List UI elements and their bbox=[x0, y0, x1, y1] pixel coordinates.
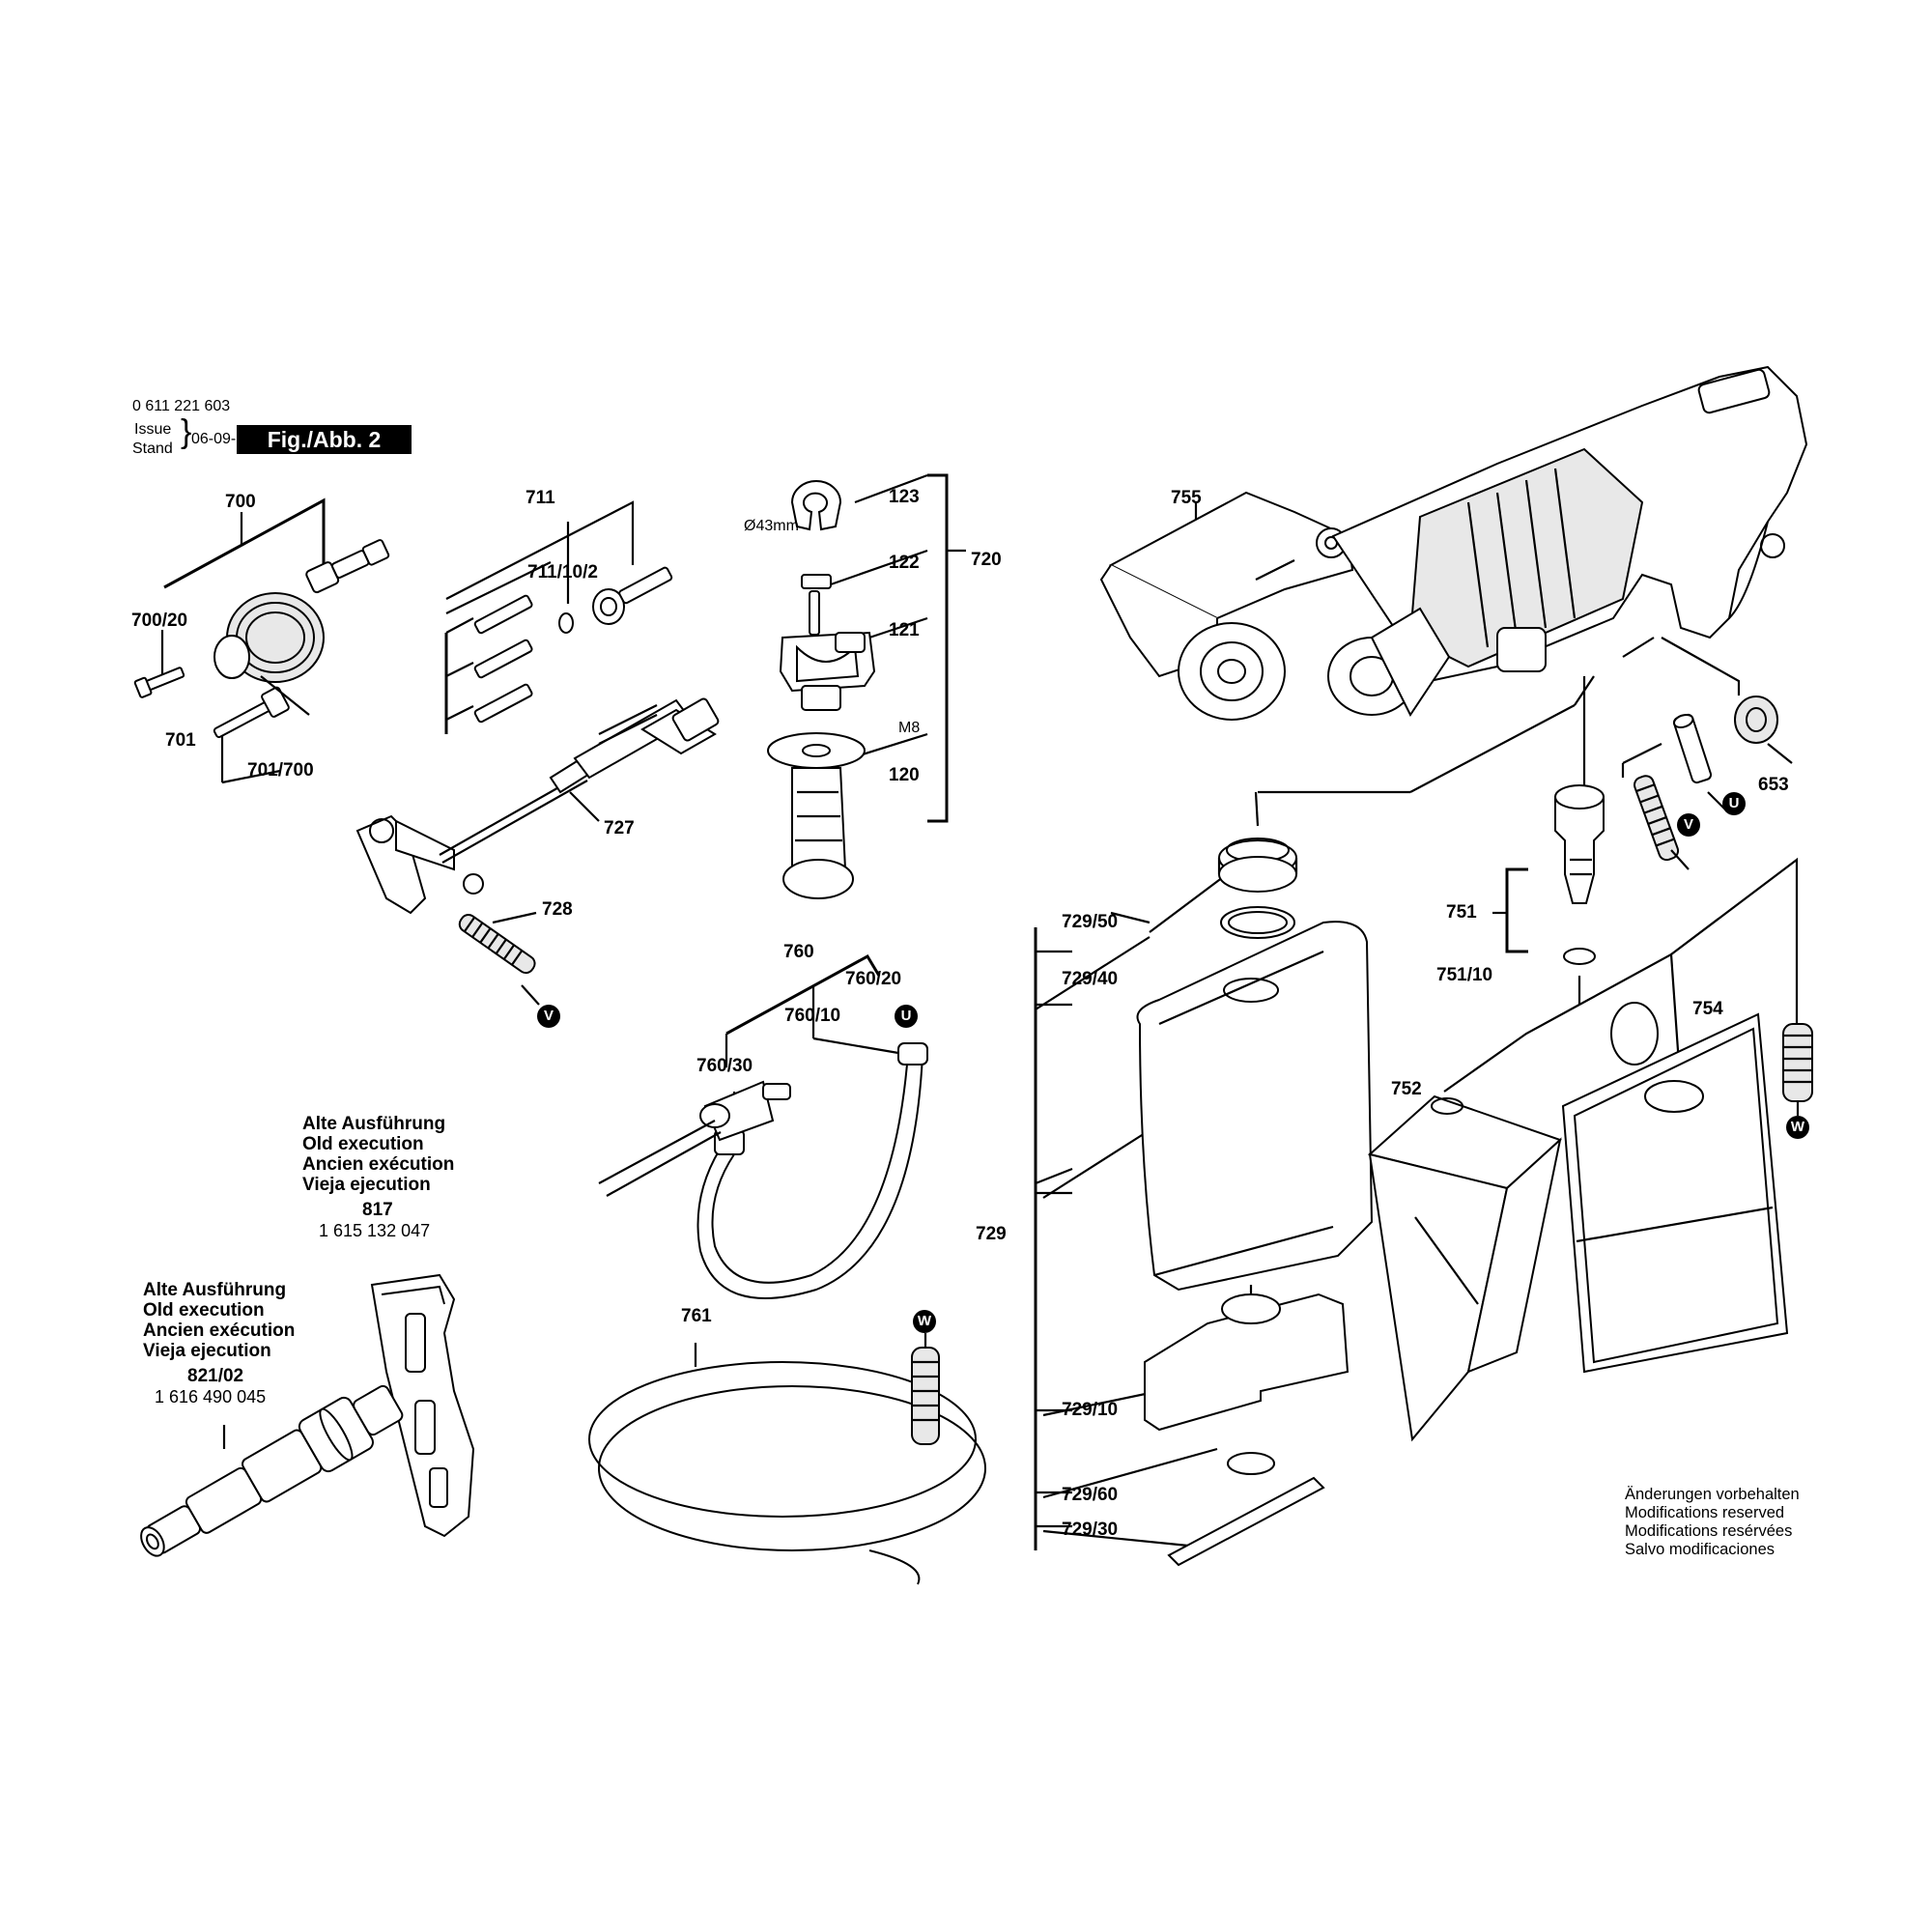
dust-container-729 bbox=[1034, 791, 1374, 1567]
label-700: 700 bbox=[225, 492, 256, 512]
label-729-50: 729/50 bbox=[1062, 912, 1119, 932]
label-720: 720 bbox=[971, 550, 1002, 570]
old-exec-817-fr: Ancien exécution bbox=[302, 1154, 455, 1175]
label-760-20: 760/20 bbox=[845, 969, 902, 989]
spare-parts-653 bbox=[1621, 696, 1793, 870]
marker-u-760: U bbox=[895, 1005, 918, 1028]
old-exec-821-en: Old execution bbox=[143, 1300, 265, 1321]
label-711: 711 bbox=[526, 488, 555, 508]
label-729-60: 729/60 bbox=[1062, 1485, 1119, 1505]
marker-u-653: U bbox=[1722, 792, 1746, 815]
angle-attachment-755 bbox=[1099, 491, 1354, 721]
suction-attachment-760 bbox=[598, 953, 928, 1299]
label-729-10: 729/10 bbox=[1062, 1400, 1119, 1420]
label-653: 653 bbox=[1758, 775, 1789, 795]
modifications-note-en: Modifications reserved bbox=[1625, 1504, 1785, 1521]
label-120: 120 bbox=[889, 765, 920, 785]
label-760-10: 760/10 bbox=[784, 1006, 841, 1026]
old-exec-821-de: Alte Ausführung bbox=[143, 1280, 287, 1300]
label-121: 121 bbox=[889, 620, 920, 640]
label-751: 751 bbox=[1446, 902, 1477, 923]
brace-glyph: } bbox=[181, 413, 192, 450]
label-711-10-2: 711/10/2 bbox=[527, 562, 598, 582]
label-729: 729 bbox=[976, 1224, 1007, 1244]
label-729-30: 729/30 bbox=[1062, 1520, 1119, 1540]
depth-stop-group bbox=[355, 697, 720, 915]
label-751-10: 751/10 bbox=[1436, 965, 1493, 985]
handle-817 bbox=[370, 1273, 475, 1538]
old-exec-817-en: Old execution bbox=[302, 1134, 424, 1154]
old-exec-821-fr: Ancien exécution bbox=[143, 1321, 296, 1341]
label-729-40: 729/40 bbox=[1062, 969, 1119, 989]
label-752: 752 bbox=[1391, 1079, 1422, 1099]
modifications-note-es: Salvo modificaciones bbox=[1625, 1541, 1775, 1558]
label-761: 761 bbox=[681, 1306, 712, 1326]
part-number: 0 611 221 603 bbox=[132, 398, 231, 414]
figure-title: Fig./Abb. 2 bbox=[237, 425, 412, 454]
label-701-700: 701/700 bbox=[247, 760, 314, 781]
modifications-note-de: Änderungen vorbehalten bbox=[1625, 1486, 1800, 1503]
label-754: 754 bbox=[1692, 999, 1723, 1019]
label-760: 760 bbox=[783, 942, 814, 962]
filter-bag-752 bbox=[1367, 976, 1581, 1442]
marker-w-right: W bbox=[1786, 1116, 1809, 1139]
label-728: 728 bbox=[542, 899, 573, 920]
dust-bag-754 bbox=[1561, 857, 1799, 1374]
modifications-note-fr: Modifications resérvées bbox=[1625, 1522, 1793, 1540]
label-821-02: 821/02 bbox=[187, 1366, 244, 1386]
spindle-821-02 bbox=[140, 1384, 404, 1557]
hose-761 bbox=[588, 1333, 986, 1585]
issue-label: Issue bbox=[134, 421, 172, 438]
drill-chuck-group bbox=[133, 497, 390, 784]
label-817: 817 bbox=[362, 1200, 393, 1220]
marker-v-653: V bbox=[1677, 813, 1700, 837]
label-122: 122 bbox=[889, 553, 920, 573]
label-701: 701 bbox=[165, 730, 196, 751]
old-exec-817-es: Vieja ejecution bbox=[302, 1175, 431, 1195]
label-diameter-43mm: Ø43mm bbox=[744, 518, 799, 534]
rotary-hammer-body bbox=[1258, 365, 1808, 794]
aux-handle-group bbox=[767, 473, 966, 899]
marker-w-761: W bbox=[913, 1310, 936, 1333]
marker-v-728: V bbox=[537, 1005, 560, 1028]
label-700-20: 700/20 bbox=[131, 611, 188, 631]
old-exec-821-es: Vieja ejecution bbox=[143, 1341, 271, 1361]
label-m8: M8 bbox=[898, 720, 921, 736]
spring-w bbox=[1782, 1023, 1813, 1116]
label-123: 123 bbox=[889, 487, 920, 507]
socket-751 bbox=[1492, 784, 1605, 965]
bit-set-group bbox=[444, 500, 673, 734]
label-760-30: 760/30 bbox=[696, 1056, 753, 1076]
label-755: 755 bbox=[1171, 488, 1202, 508]
order-number-821-02: 1 616 490 045 bbox=[155, 1387, 267, 1406]
stand-label: Stand bbox=[132, 440, 173, 457]
spring-728 bbox=[458, 911, 540, 1006]
order-number-817: 1 615 132 047 bbox=[319, 1221, 431, 1240]
old-exec-817-de: Alte Ausführung bbox=[302, 1114, 446, 1134]
label-727: 727 bbox=[604, 818, 635, 838]
